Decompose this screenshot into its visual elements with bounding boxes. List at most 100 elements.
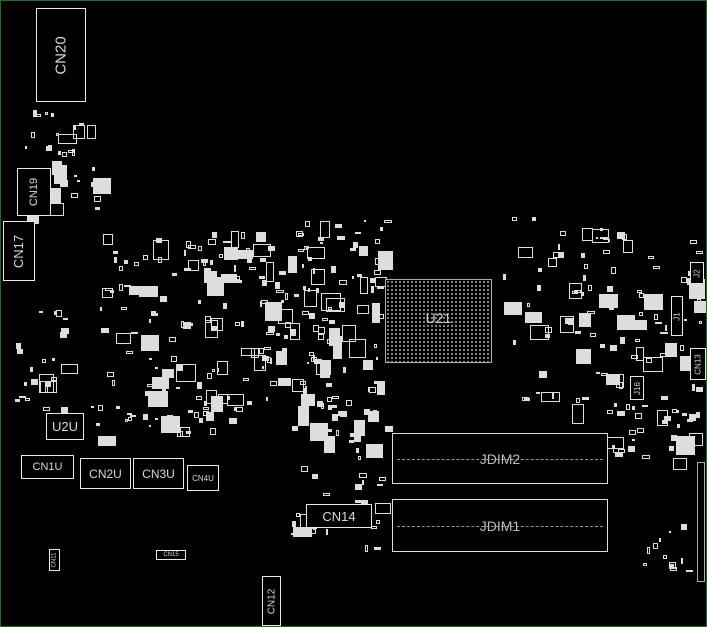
smd-component	[611, 267, 617, 274]
smd-component	[276, 289, 284, 294]
label: CN1U	[32, 461, 63, 473]
smd-component	[195, 396, 202, 400]
smd-component	[50, 377, 58, 382]
smd-component	[70, 192, 79, 198]
smd-component	[207, 373, 212, 380]
smd-component	[670, 567, 677, 572]
smd-component	[332, 395, 339, 400]
chip-u21-bga[interactable]: U21	[385, 279, 492, 363]
smd-component	[102, 233, 114, 246]
smd-component	[223, 303, 227, 310]
smd-component	[659, 537, 662, 542]
smd-component	[185, 241, 191, 249]
smd-component	[55, 310, 63, 317]
smd-component	[126, 350, 133, 354]
connector-cn12[interactable]: CN12	[262, 576, 281, 626]
smd-component	[589, 333, 596, 338]
smd-component	[327, 429, 332, 432]
smd-component	[246, 257, 252, 263]
chip-j16[interactable]: J16	[630, 376, 644, 400]
connector-cn15[interactable]: CN15	[156, 550, 186, 560]
smd-component	[517, 246, 534, 258]
smd-component	[503, 273, 506, 280]
smd-component	[313, 359, 322, 364]
connector-cn20[interactable]: CN20	[36, 8, 86, 102]
connector-cn4u[interactable]: CN4U	[187, 465, 219, 491]
smd-component	[353, 436, 362, 442]
smd-component	[284, 335, 289, 339]
connector-cn19[interactable]: CN19	[17, 168, 51, 216]
connector-cn11[interactable]: CN11	[49, 549, 60, 571]
smd-component	[355, 500, 362, 503]
smd-component	[61, 407, 68, 415]
smd-component	[215, 289, 220, 294]
smd-component	[290, 328, 296, 336]
smd-component	[223, 240, 231, 243]
smd-component	[38, 311, 44, 314]
smd-component	[352, 241, 358, 248]
smd-component	[628, 430, 636, 436]
smd-component	[276, 333, 280, 337]
smd-component	[358, 456, 362, 460]
smd-component	[646, 358, 652, 364]
smd-component	[282, 347, 288, 355]
smd-component	[259, 301, 263, 308]
smd-component	[211, 326, 217, 331]
smd-component	[378, 250, 394, 271]
smd-component	[91, 166, 95, 171]
smd-component	[541, 392, 560, 403]
smd-component	[19, 396, 27, 399]
smd-component	[263, 347, 272, 350]
smd-component	[607, 409, 614, 414]
connector-cn3u[interactable]: CN3U	[133, 458, 184, 489]
smd-component	[151, 376, 169, 390]
smd-component	[311, 268, 326, 285]
smd-component	[54, 311, 57, 315]
smd-component	[647, 256, 654, 259]
memory-slot-jdim2[interactable]: JDIM2	[392, 433, 608, 484]
smd-component	[317, 327, 326, 334]
smd-component	[278, 270, 286, 276]
memory-slot-jdim1[interactable]: JDIM1	[392, 499, 608, 552]
smd-component	[219, 254, 224, 258]
chip-u2u[interactable]: U2U	[46, 413, 84, 440]
connector-cn17[interactable]: CN17	[3, 221, 35, 281]
smd-component	[376, 381, 386, 395]
label: U21	[425, 310, 452, 326]
chip-j1[interactable]: J1	[671, 296, 683, 336]
smd-component	[259, 347, 264, 354]
connector-cn13[interactable]: CN13	[690, 348, 706, 380]
smd-component	[557, 243, 560, 250]
smd-component	[655, 321, 663, 325]
smd-component	[631, 405, 636, 410]
smd-component	[363, 360, 374, 370]
smd-component	[313, 431, 316, 436]
connector-cn2u[interactable]: CN2U	[80, 458, 131, 489]
smd-component	[30, 132, 36, 139]
smd-component	[187, 410, 193, 414]
smd-component	[160, 295, 168, 303]
smd-component	[368, 411, 379, 422]
smd-component	[266, 261, 275, 282]
smd-component	[277, 309, 293, 324]
connector-cn14[interactable]: CN14	[306, 504, 372, 528]
smd-component	[210, 260, 214, 265]
smd-component	[14, 399, 20, 403]
chip-j2[interactable]: J2	[690, 262, 704, 284]
smd-component	[326, 297, 346, 312]
smd-component	[337, 410, 341, 417]
smd-component	[267, 326, 275, 333]
smd-component	[690, 240, 697, 245]
smd-component	[120, 307, 127, 311]
smd-component	[363, 409, 371, 416]
smd-component	[186, 431, 192, 434]
smd-component	[364, 545, 369, 552]
smd-component	[377, 286, 385, 289]
smd-component	[686, 418, 693, 422]
smd-component	[58, 151, 61, 156]
smd-component	[686, 569, 694, 573]
smd-component	[545, 334, 550, 338]
smd-component	[292, 378, 304, 392]
connector-cn1u[interactable]: CN1U	[21, 455, 74, 479]
smd-component	[25, 397, 30, 402]
